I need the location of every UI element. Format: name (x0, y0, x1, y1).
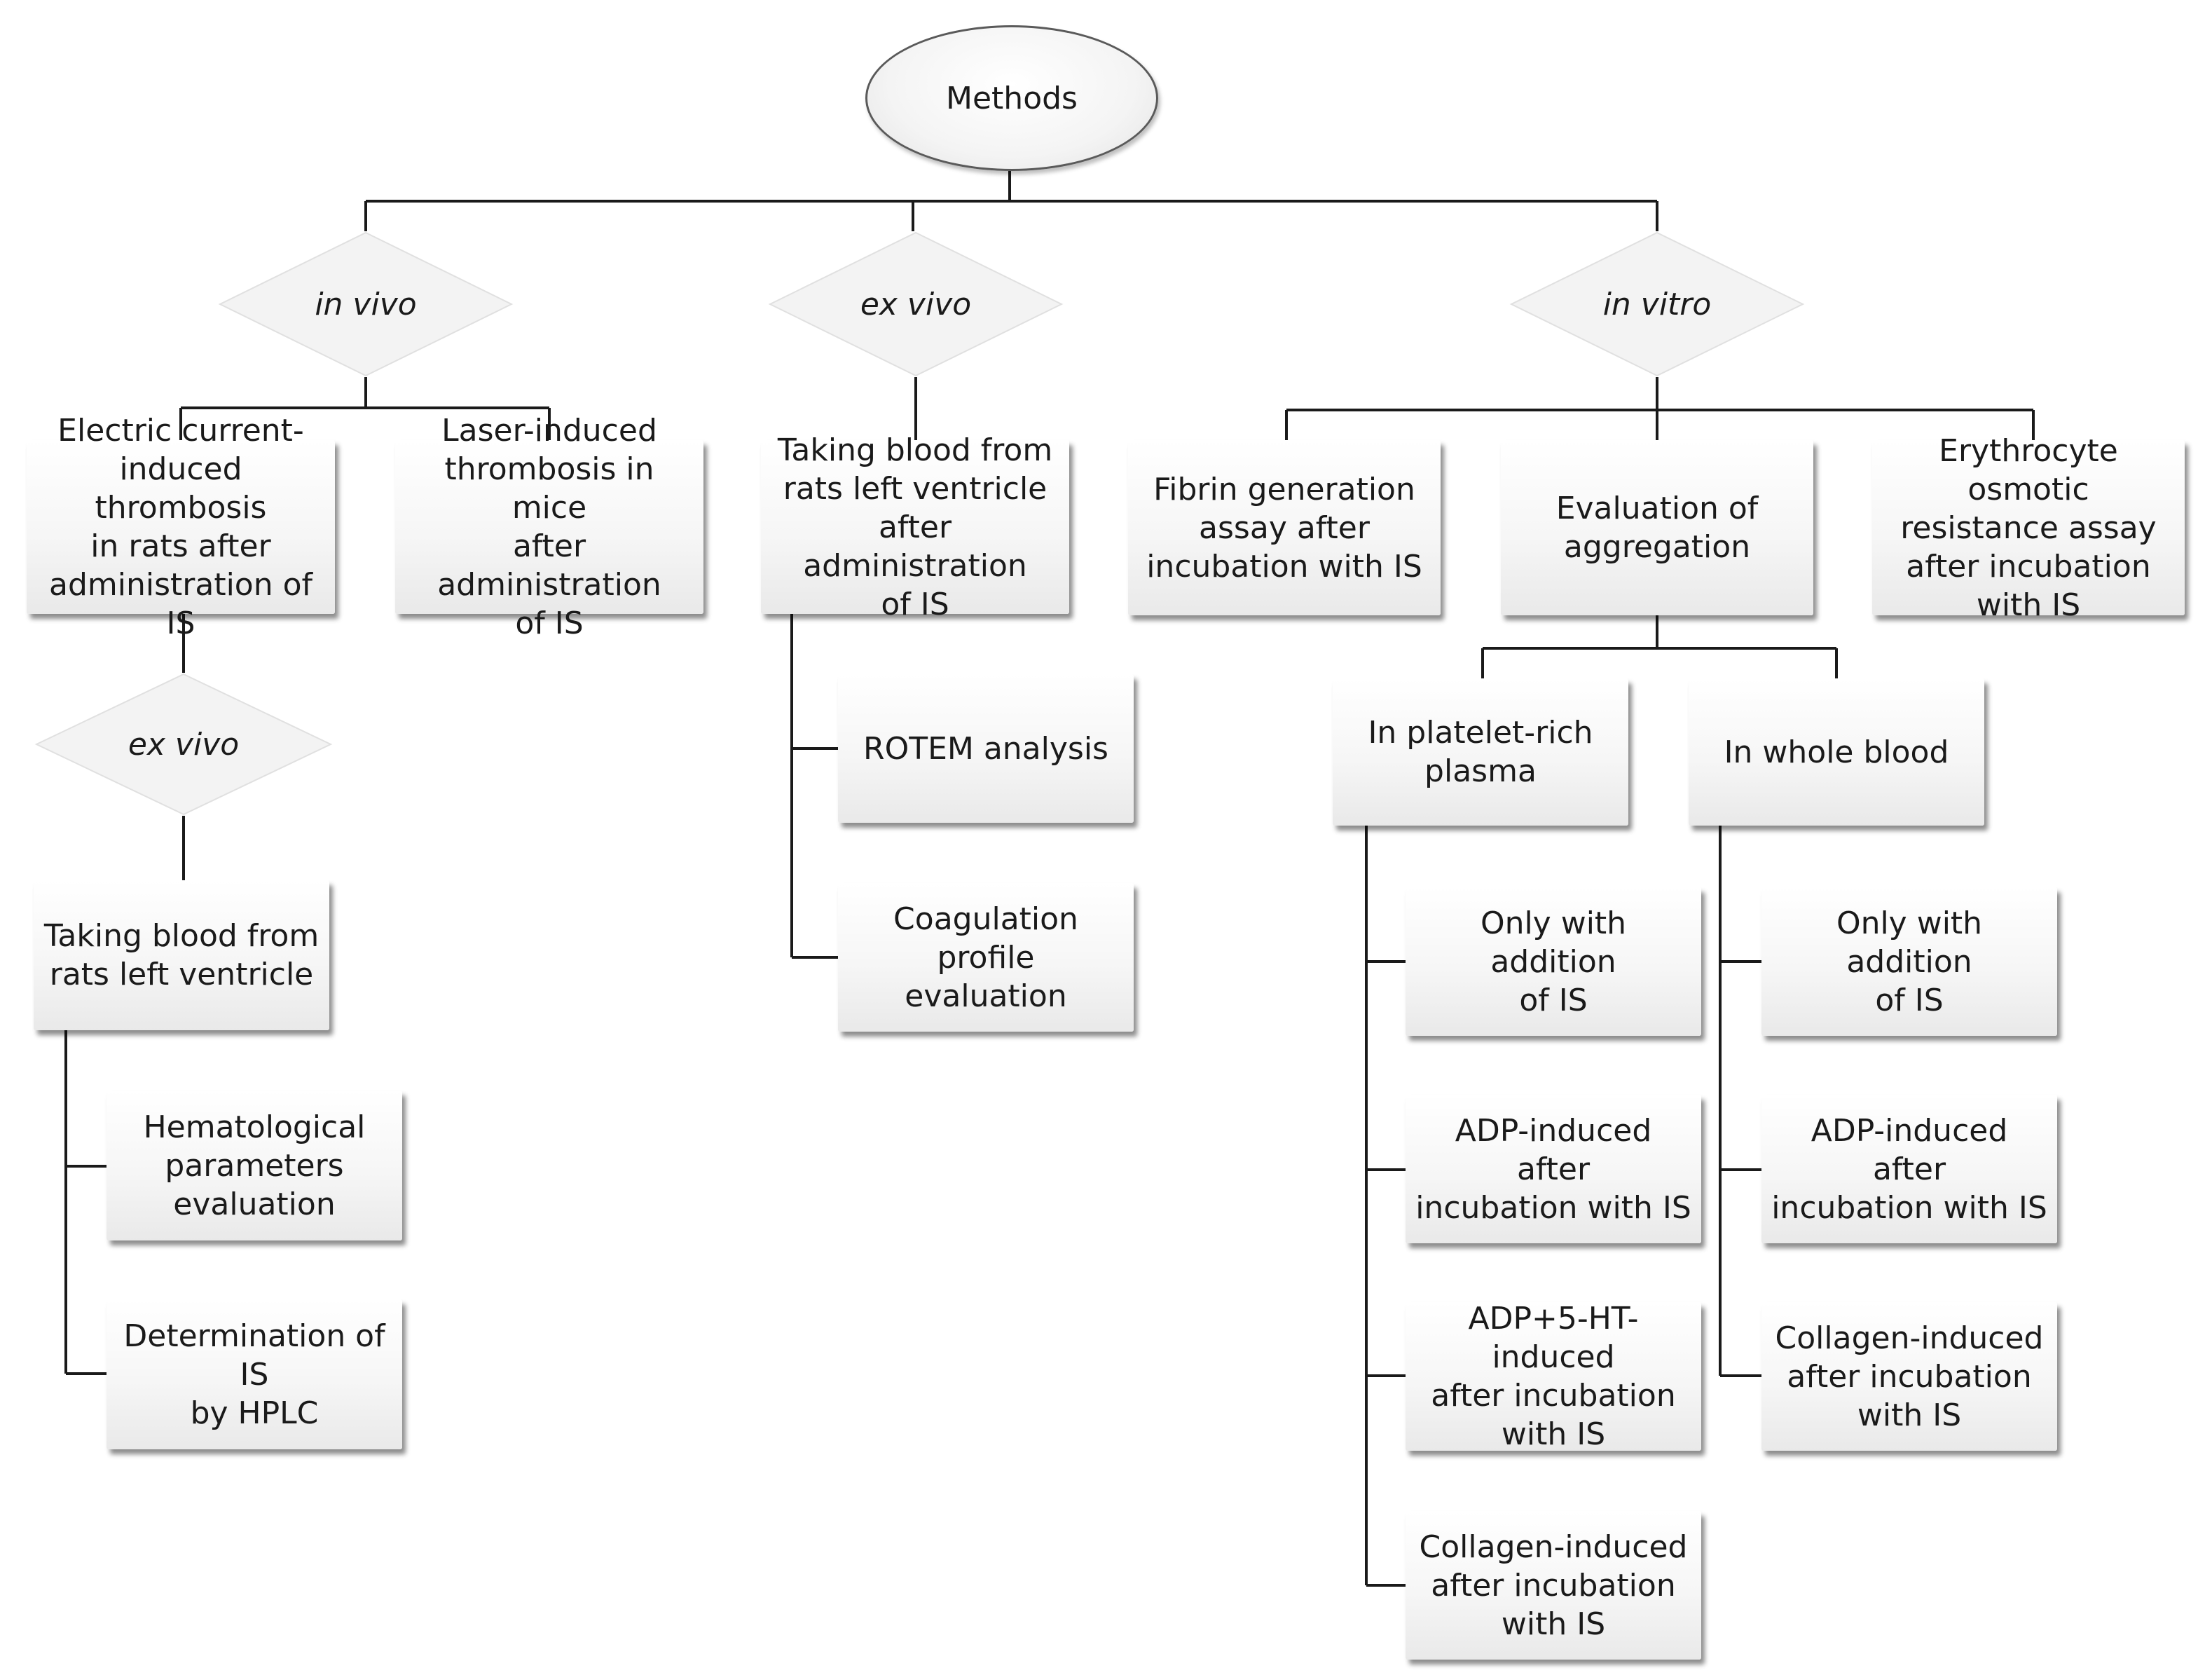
prp-item-label: Collagen-induced after incubation with I… (1419, 1529, 1688, 1642)
hplc-box: Determination of IS by HPLC (107, 1299, 402, 1449)
ex-vivo-diamond: ex vivo (768, 231, 1064, 377)
whole-blood-item: Collagen-induced after incubation with I… (1761, 1302, 2057, 1451)
aggregation-label: Evaluation of aggregation (1555, 491, 1759, 565)
taking-blood-left-label: Taking blood from rats left ventricle (43, 918, 320, 992)
in-vivo-diamond-shape (218, 231, 514, 377)
whole-blood-item-label: ADP-induced after incubation with IS (1771, 1112, 2047, 1226)
electric-thrombosis-box: Electric current- induced thrombosis in … (27, 413, 335, 641)
in-vitro-diamond-shape (1509, 231, 1805, 377)
aggregation-box: Evaluation of aggregation (1501, 440, 1813, 615)
rotem-box: ROTEM analysis (838, 674, 1134, 823)
whole-blood-item-label: Only with addition of IS (1836, 905, 1983, 1018)
hplc-label: Determination of IS by HPLC (123, 1318, 385, 1431)
in-vivo-ex-vivo-diamond: ex vivo (34, 673, 333, 816)
whole-blood-label: In whole blood (1724, 734, 1949, 770)
taking-blood-left-box: Taking blood from rats left ventricle (34, 880, 329, 1030)
prp-label: In platelet-rich plasma (1368, 715, 1593, 789)
prp-item-label: Only with addition of IS (1480, 905, 1627, 1018)
hematological-label: Hematological parameters evaluation (143, 1109, 366, 1222)
prp-item: ADP-induced after incubation with IS (1406, 1095, 1701, 1243)
laser-thrombosis-label: Laser-induced thrombosis in mice after a… (437, 413, 661, 641)
in-vivo-ex-vivo-diamond-shape (34, 673, 333, 816)
erythrocyte-box: Erythrocyte osmotic resistance assay aft… (1872, 433, 2185, 623)
erythrocyte-label: Erythrocyte osmotic resistance assay aft… (1900, 432, 2157, 623)
in-vitro-diamond: in vitro (1509, 231, 1805, 377)
root-methods-ellipse: Methods (865, 25, 1158, 171)
whole-blood-box: In whole blood (1689, 678, 1984, 826)
prp-box: In platelet-rich plasma (1333, 678, 1628, 826)
whole-blood-item: ADP-induced after incubation with IS (1761, 1095, 2057, 1243)
electric-thrombosis-label: Electric current- induced thrombosis in … (49, 413, 312, 641)
fibrin-generation-label: Fibrin generation assay after incubation… (1146, 471, 1422, 584)
prp-item: Collagen-induced after incubation with I… (1406, 1511, 1701, 1660)
in-vivo-ex-vivo-label: ex vivo (128, 726, 240, 763)
in-vivo-label: in vivo (315, 286, 417, 322)
fibrin-generation-box: Fibrin generation assay after incubation… (1128, 440, 1441, 615)
coagulation-label: Coagulation profile evaluation (893, 901, 1078, 1014)
root-label: Methods (946, 80, 1078, 116)
hematological-box: Hematological parameters evaluation (107, 1091, 402, 1240)
prp-item: ADP+5-HT-induced after incubation with I… (1406, 1301, 1701, 1452)
prp-item-label: ADP-induced after incubation with IS (1415, 1112, 1691, 1226)
prp-item-label: ADP+5-HT-induced after incubation with I… (1431, 1301, 1676, 1452)
in-vivo-diamond: in vivo (218, 231, 514, 377)
ex-vivo-diamond-shape (768, 231, 1064, 377)
prp-item: Only with addition of IS (1406, 887, 1701, 1036)
rotem-label: ROTEM analysis (863, 730, 1108, 767)
ex-vivo-label: ex vivo (860, 286, 972, 322)
whole-blood-item: Only with addition of IS (1761, 887, 2057, 1036)
coagulation-box: Coagulation profile evaluation (838, 883, 1134, 1032)
in-vitro-label: in vitro (1602, 286, 1712, 322)
whole-blood-item-label: Collagen-induced after incubation with I… (1775, 1320, 2044, 1433)
taking-blood-mid-label: Taking blood from rats left ventricle af… (777, 432, 1053, 622)
taking-blood-mid-box: Taking blood from rats left ventricle af… (761, 432, 1069, 622)
laser-thrombosis-box: Laser-induced thrombosis in mice after a… (395, 413, 703, 641)
